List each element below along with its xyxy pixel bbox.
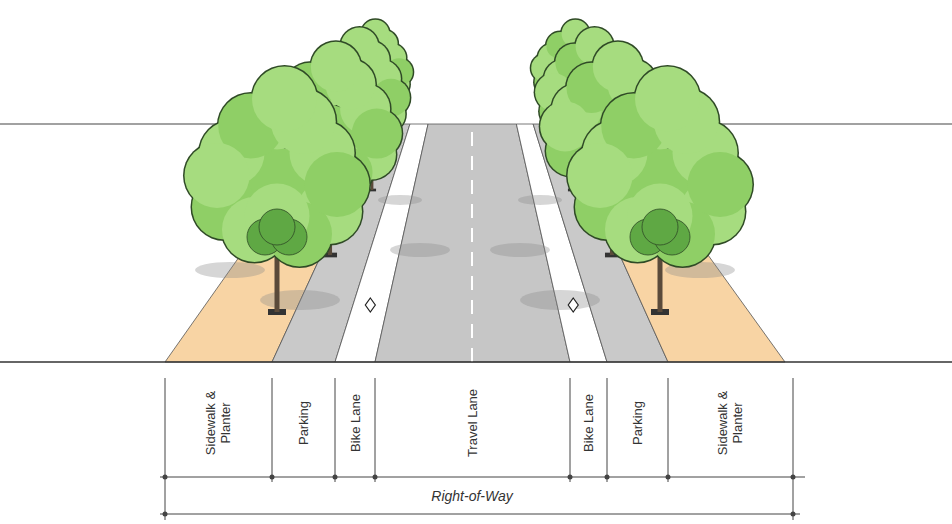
tree-canopy [568,143,633,208]
tree-canopy [352,108,402,158]
segment-label: Bike Lane [348,394,363,452]
center-line [471,124,473,362]
tree-shadow [195,262,265,278]
dimension-tick [607,378,608,482]
bike-diamond [365,298,375,312]
segment-label: Parking [296,401,311,445]
tree-canopy [252,67,317,132]
dimension-tick [668,378,669,482]
tree-shadow [518,195,562,205]
tree-shadow [378,195,422,205]
tree-shadow [260,290,340,310]
dimension-line [160,514,800,515]
understory-crown [259,209,295,245]
dimension-tick [570,378,571,482]
tree-canopy [305,152,370,217]
tree-shadow [490,243,550,257]
street-tree [566,65,754,315]
street-tree [183,65,371,315]
segment-label: Travel Lane [465,389,480,457]
tree-canopy [185,143,250,208]
dimension-dot [163,512,168,517]
segment-label: Bike Lane [581,394,596,452]
dimension-tick [335,378,336,482]
tree-canopy [593,42,643,92]
tree-shadow [520,290,600,310]
dimension-tick [165,378,166,520]
dimension-line [160,477,805,478]
segment-label: Parking [630,401,645,445]
tree-shadow [390,243,450,257]
dimension-dot [791,512,796,517]
dimension-tick [375,378,376,482]
dimension-label: Right-of-Way [431,489,512,504]
tree-canopy [311,42,361,92]
dimension-tick [793,378,794,520]
tree-canopy [635,67,700,132]
segment-label: Sidewalk & Planter [715,383,745,463]
tree-canopy [688,152,753,217]
segment-label: Sidewalk & Planter [203,383,233,463]
sidewalk-band [561,124,785,362]
understory-crown [642,209,678,245]
bike-diamond [568,298,578,312]
ground-line [0,361,952,362]
dimension-tick [272,378,273,482]
